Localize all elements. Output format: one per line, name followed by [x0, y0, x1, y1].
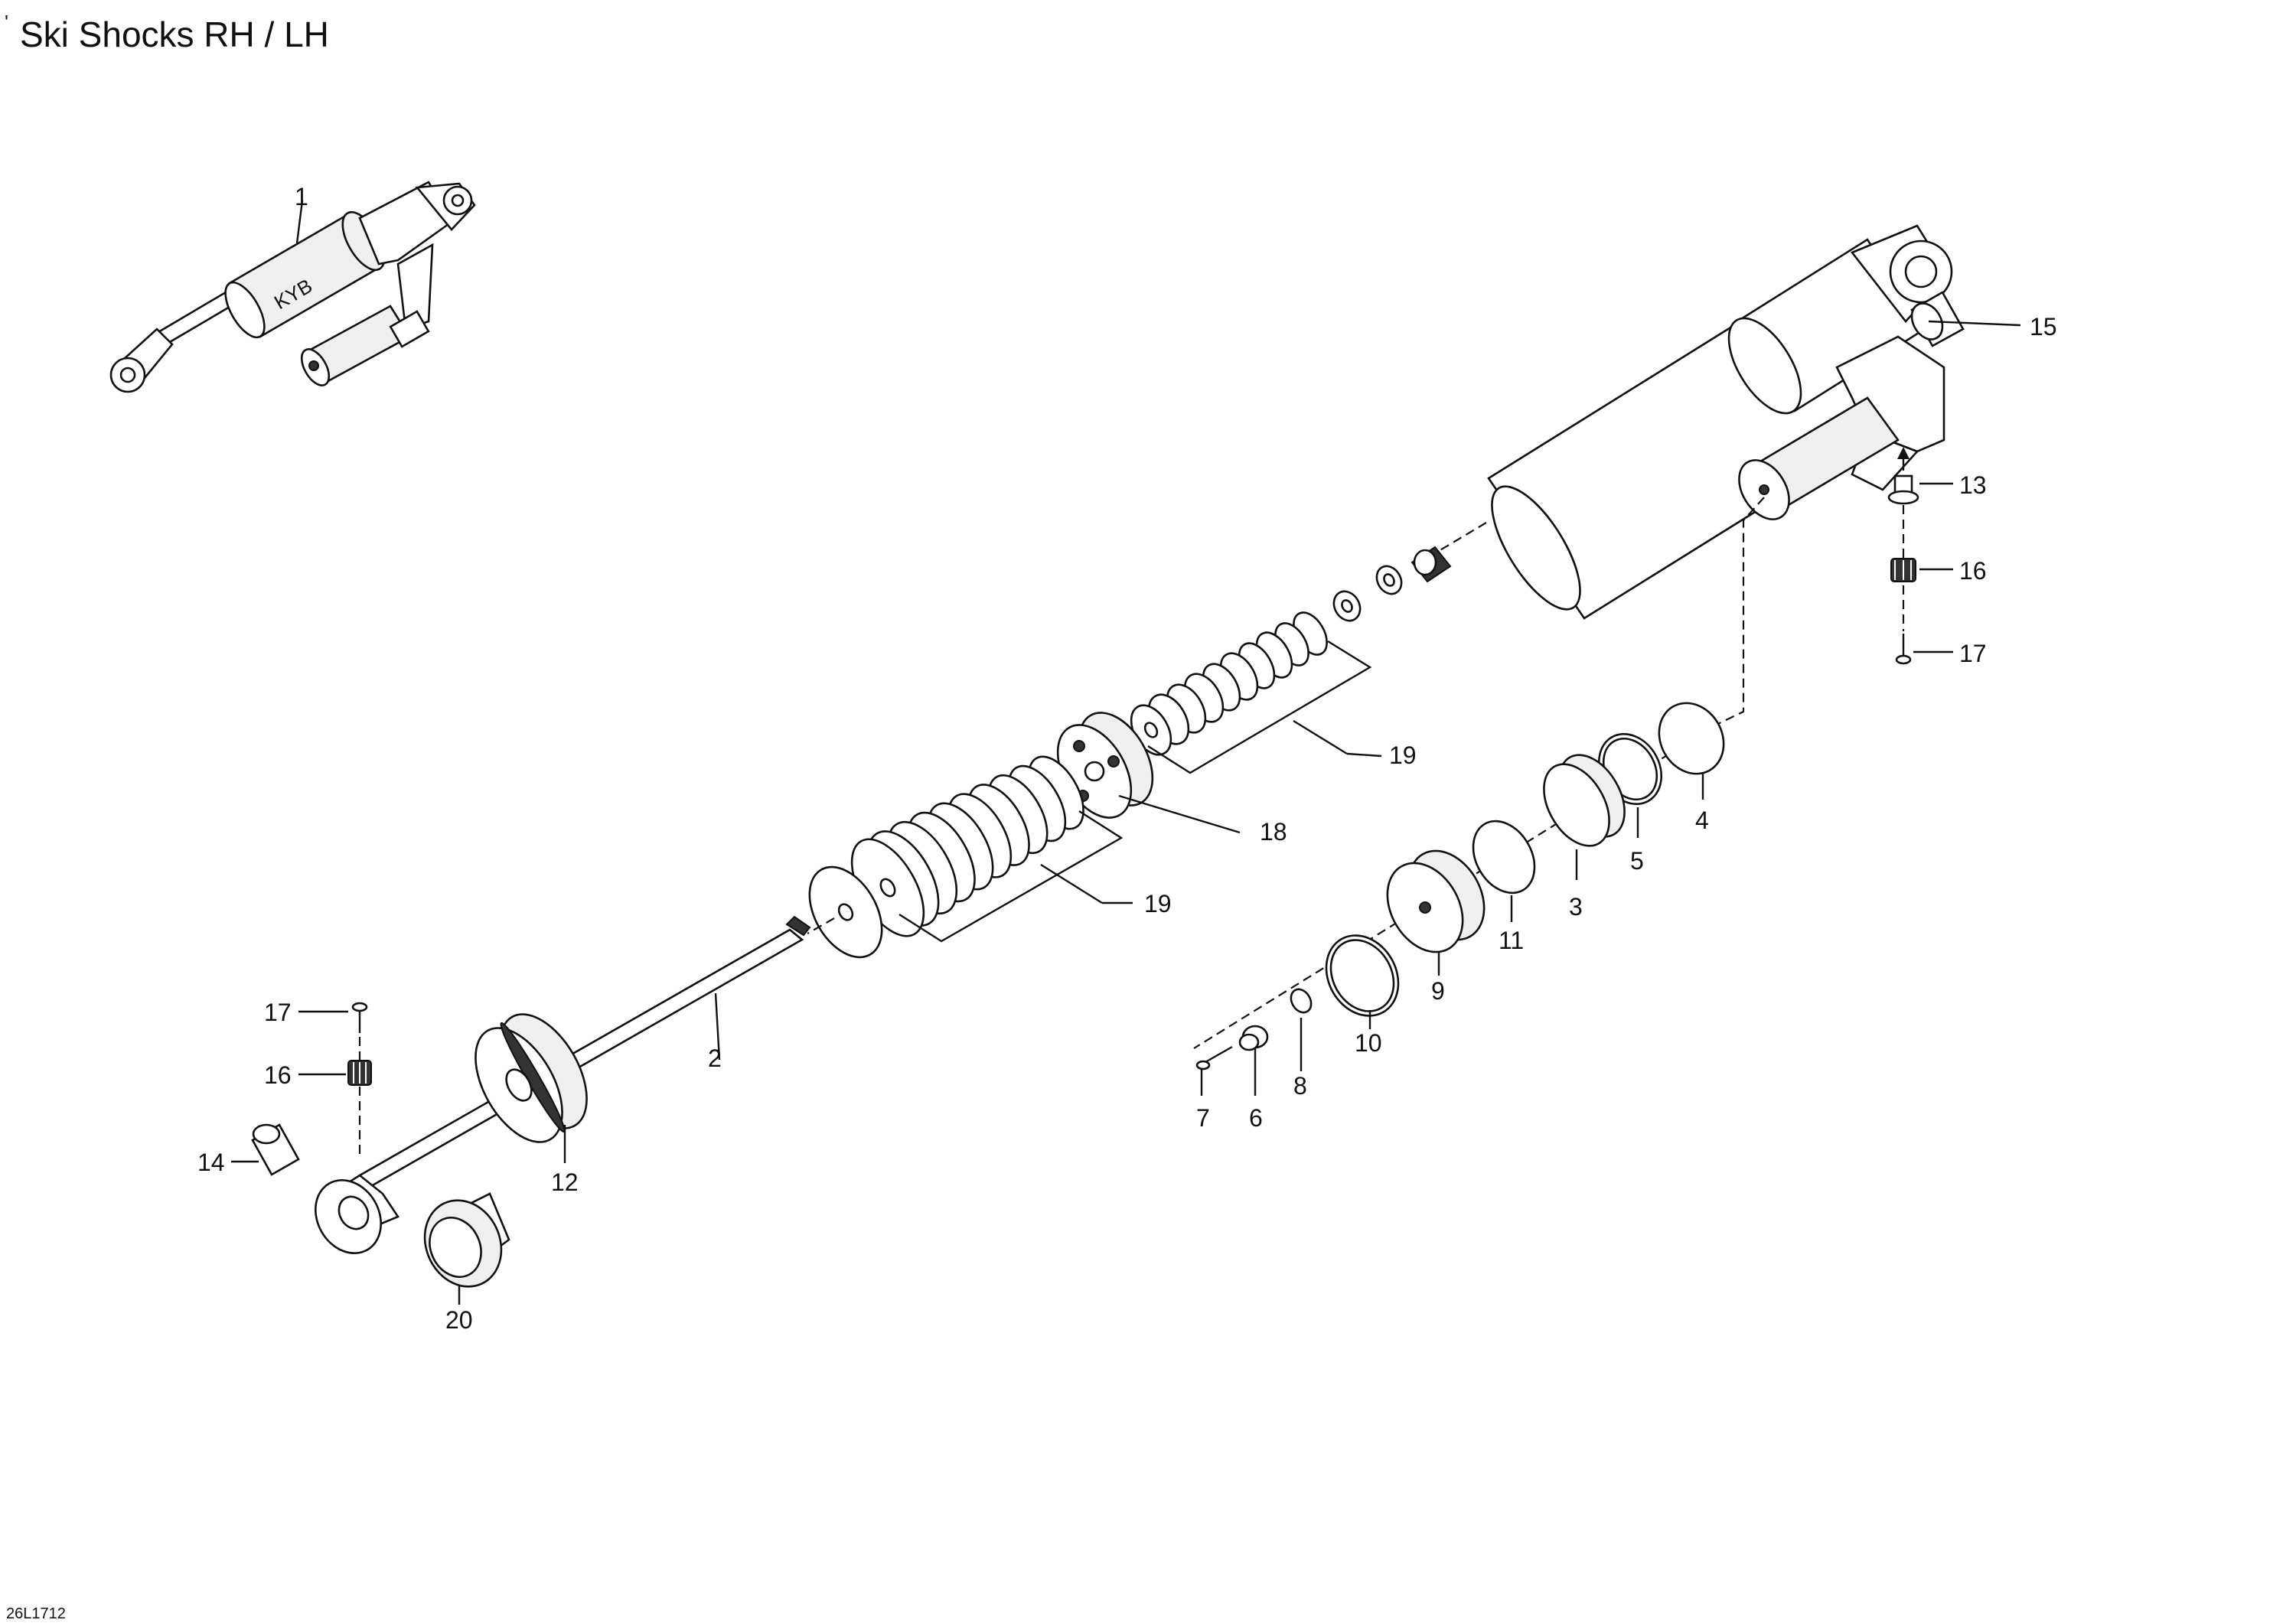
piston-item-18	[1056, 712, 1241, 834]
callout-11: 11	[1499, 927, 1524, 954]
callout-labels: 1 2 3 4 5 6 7 8 9 10 11 12 13 14 15 16 1…	[197, 183, 2057, 1334]
callout-3: 3	[1569, 893, 1583, 921]
callout-13: 13	[1959, 471, 1987, 499]
callout-20: 20	[445, 1306, 473, 1334]
bushing-item-15	[1910, 291, 1965, 347]
shock-body-cylinder	[1487, 224, 1953, 620]
callout-9: 9	[1431, 977, 1445, 1005]
callout-15: 15	[2030, 313, 2057, 341]
callout-12: 12	[551, 1168, 579, 1196]
callout-18: 18	[1260, 818, 1287, 846]
upper-fastener-stack	[1887, 447, 1953, 665]
callout-19-lower: 19	[1144, 890, 1172, 917]
callout-2: 2	[708, 1045, 722, 1072]
callout-14: 14	[197, 1149, 225, 1176]
callout-17-left: 17	[264, 999, 292, 1026]
callout-1: 1	[295, 183, 308, 210]
callout-16-left: 16	[264, 1061, 292, 1089]
shim-stack-upper	[1130, 611, 1372, 774]
callout-7: 7	[1196, 1104, 1210, 1132]
washers-and-nut	[1332, 546, 1452, 622]
lower-fastener-stack	[231, 1002, 372, 1176]
title-mark: '	[5, 11, 8, 34]
shim-stack-lower	[850, 755, 1133, 943]
diagram-title: Ski Shocks RH / LH	[20, 15, 329, 54]
complete-shock-assembly: KYB	[109, 181, 476, 393]
valve-components	[1195, 702, 1725, 1096]
callout-6: 6	[1249, 1104, 1263, 1132]
callout-8: 8	[1293, 1072, 1307, 1100]
reference-code: 26L1712	[6, 1605, 66, 1622]
callout-16: 16	[1959, 557, 1987, 585]
seal-head-item-12	[475, 1013, 588, 1163]
callout-17: 17	[1959, 640, 1987, 667]
callout-10: 10	[1355, 1029, 1382, 1057]
callout-19-upper: 19	[1389, 741, 1417, 769]
rod-end-eye	[314, 1174, 400, 1254]
callout-5: 5	[1630, 847, 1644, 875]
bushing-item-20	[423, 1192, 510, 1305]
callout-4: 4	[1695, 807, 1709, 834]
piston-rod-item-2	[357, 915, 811, 1188]
